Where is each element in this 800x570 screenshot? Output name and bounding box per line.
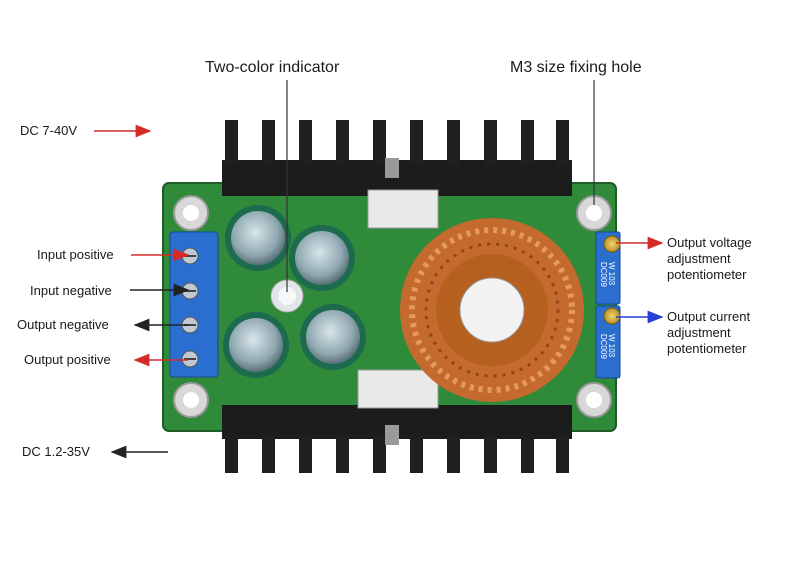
current-pot-label-line2: adjustment — [667, 325, 731, 340]
mounting-hole-icon — [173, 195, 612, 418]
voltage-pot-label-line3: potentiometer — [667, 267, 747, 282]
pot-bottom-sub: DC009 — [599, 334, 608, 359]
current-pot-label: Output current adjustment potentiometer — [667, 309, 750, 357]
current-potentiometer — [595, 305, 621, 379]
voltage-pot-label-line1: Output voltage — [667, 235, 752, 250]
m3-fixing-hole-label: M3 size fixing hole — [510, 59, 642, 76]
top-regulator-ic — [367, 189, 439, 229]
input-positive-label: Input positive — [37, 247, 114, 262]
pot-bottom-code: W 103 — [607, 334, 616, 358]
voltage-pot-label: Output voltage adjustment potentiometer — [667, 235, 752, 283]
current-pot-label-line1: Output current — [667, 309, 751, 324]
bottom-regulator-ic — [357, 369, 439, 409]
toroidal-inductor — [400, 218, 584, 402]
dc-output-range-label: DC 1.2-35V — [22, 444, 90, 459]
pot-top-code: W 103 — [607, 262, 616, 286]
electrolytic-capacitors — [223, 205, 366, 378]
pot-markings: W 103 DC009 W 103 DC009 — [599, 262, 616, 359]
current-pot-label-line3: potentiometer — [667, 341, 747, 356]
voltage-pot-label-line2: adjustment — [667, 251, 731, 266]
voltage-potentiometer — [595, 231, 621, 305]
pot-top-sub: DC009 — [599, 262, 608, 287]
top-heatsink — [222, 120, 572, 196]
output-positive-label: Output positive — [24, 352, 111, 367]
two-color-indicator-label: Two-color indicator — [205, 59, 340, 76]
output-negative-label: Output negative — [17, 317, 109, 332]
screw-terminal-block — [169, 231, 219, 378]
dc-input-range-label: DC 7-40V — [20, 123, 78, 138]
input-negative-label: Input negative — [30, 283, 112, 298]
two-color-led — [270, 279, 304, 313]
bottom-heatsink — [222, 405, 572, 473]
